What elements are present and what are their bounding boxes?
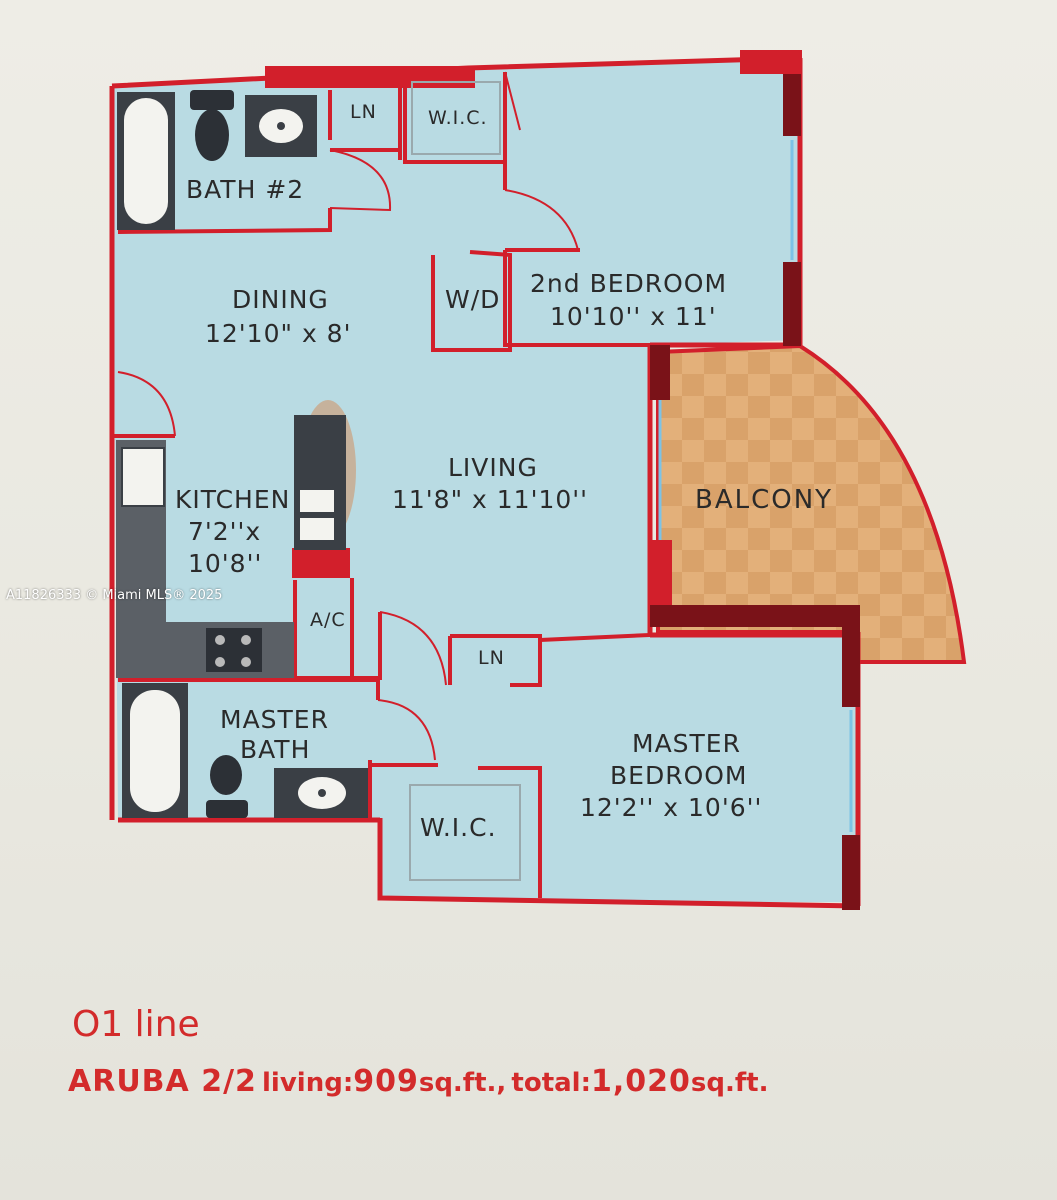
- master-bath-line2: BATH: [240, 735, 310, 764]
- bath2-fixtures: [117, 90, 317, 230]
- wic-top-label: W.I.C.: [428, 107, 488, 129]
- kitchen-name: KITCHEN: [175, 485, 290, 514]
- living-name: LIVING: [448, 453, 538, 482]
- linen-top-label: LN: [350, 101, 377, 123]
- ac-label: A/C: [310, 609, 346, 631]
- dining-name: DINING: [232, 285, 329, 314]
- windows: [658, 140, 853, 832]
- balcony-label: BALCONY: [695, 485, 833, 515]
- living-sqft-unit: sq.ft.,: [418, 1068, 507, 1098]
- interior-walls: [110, 72, 651, 898]
- total-sqft-unit: sq.ft.: [690, 1068, 769, 1098]
- balcony-floor: [656, 343, 967, 664]
- closet-shelves: [409, 81, 521, 881]
- kitchen-fixtures: [116, 400, 356, 678]
- bedroom2-name: 2nd BEDROOM: [530, 269, 727, 298]
- linen-bottom-label: LN: [478, 647, 505, 669]
- kitchen-size-2: 10'8'': [188, 549, 262, 578]
- bath2-label: BATH #2: [186, 175, 304, 204]
- wic-bottom-label: W.I.C.: [420, 813, 497, 842]
- master-bedroom-line1: MASTER: [632, 729, 741, 758]
- model-name: ARUBA 2/2: [68, 1064, 257, 1099]
- bedroom2-size: 10'10'' x 11': [550, 302, 717, 331]
- master-bath-fixtures: [122, 683, 368, 818]
- door-swings: [117, 71, 579, 761]
- master-bedroom-line2: BEDROOM: [610, 761, 748, 790]
- floor-area: [112, 58, 858, 902]
- living-label: living:: [262, 1068, 354, 1098]
- dining-size: 12'10" x 8': [205, 319, 351, 348]
- master-bedroom-size: 12'2'' x 10'6'': [580, 793, 762, 822]
- room-labels: BATH #2 LN W.I.C. W/D 2nd BEDROOM 10'10'…: [175, 101, 833, 842]
- total-label: total:: [511, 1068, 591, 1098]
- structural-columns: [265, 50, 860, 910]
- living-sqft-value: 909: [353, 1064, 419, 1099]
- kitchen-size-1: 7'2''x: [188, 517, 261, 546]
- mls-watermark: A11826333 © Miami MLS® 2025: [6, 588, 223, 603]
- unit-line-caption: O1 line: [72, 1004, 200, 1045]
- total-sqft-value: 1,020: [590, 1064, 691, 1099]
- unit-model-caption: ARUBA 2/2 living:909sq.ft., total:1,020s…: [68, 1064, 768, 1099]
- master-bath-line1: MASTER: [220, 705, 329, 734]
- washer-dryer-label: W/D: [445, 285, 500, 314]
- living-size: 11'8" x 11'10'': [392, 485, 588, 514]
